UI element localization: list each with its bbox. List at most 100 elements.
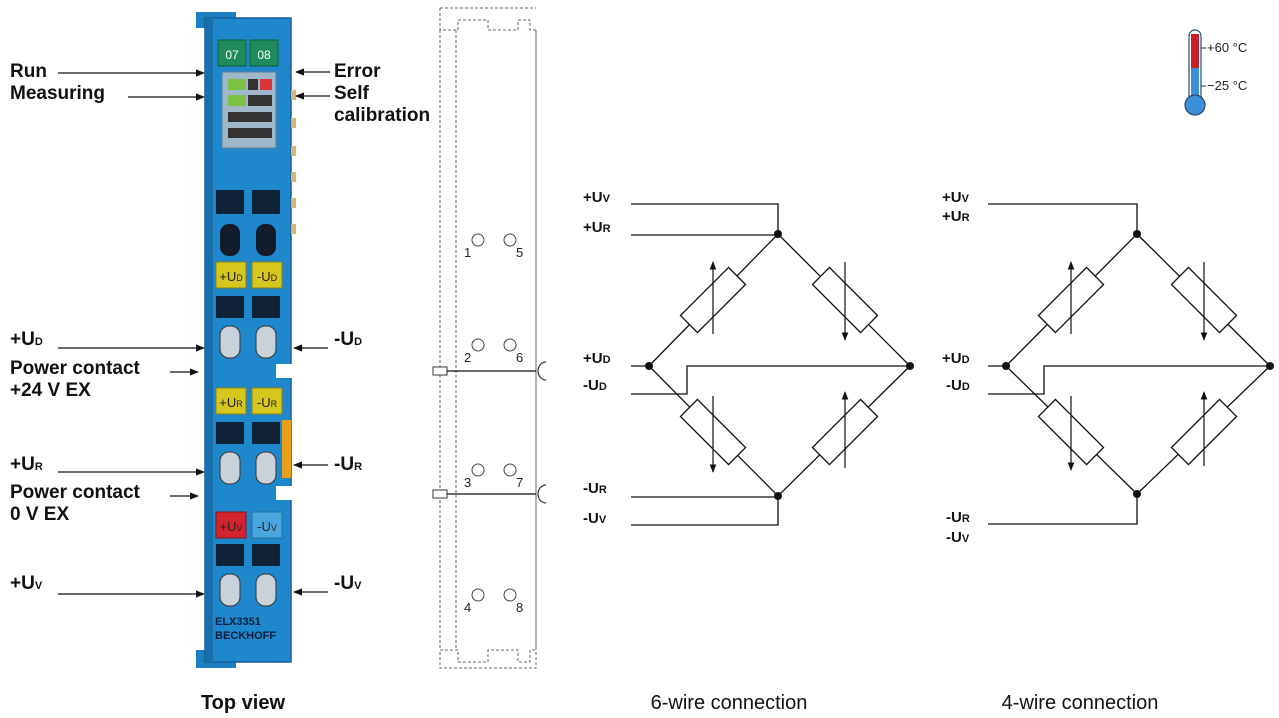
brand-label: BECKHOFF [215, 630, 276, 642]
channel-label-plus-ur [215, 387, 247, 415]
four-wire-diagram [988, 203, 1274, 525]
led-number-07: 07 [225, 48, 239, 62]
six-wire-label-plus-ur: +UR [583, 219, 611, 236]
terminal-outline [439, 7, 537, 669]
outline-number-7: 7 [516, 475, 523, 490]
channel-label-main: -U [257, 519, 271, 534]
outline-terminal-points [471, 233, 517, 602]
svg-text:+UV: +UV [220, 519, 243, 534]
channel-label-main: -U [257, 395, 271, 410]
terminal-point-7 [503, 463, 517, 477]
spring-contact [255, 325, 277, 359]
wire-minus-uv [988, 494, 1138, 525]
four-wire-label-plus-ud: +UD [942, 350, 970, 367]
plus-ur-label: +UR [10, 454, 43, 475]
wire-minus-ud [631, 365, 910, 395]
outline-number-8: 8 [516, 600, 523, 615]
outline-number-1: 1 [464, 245, 471, 260]
terminal-point-2 [471, 338, 485, 352]
top-view-caption: Top view [201, 692, 286, 714]
power-contact-strip [282, 420, 291, 478]
channel-label-sub: V [236, 523, 242, 533]
six-wire-caption: 6-wire connection [651, 692, 808, 714]
run-led [228, 79, 246, 90]
channel-label-main: +U [219, 269, 236, 284]
power-contact-0-rail [432, 489, 448, 499]
spring-contact [219, 451, 241, 485]
channel-label-minus-ur [251, 387, 283, 415]
wire-plus-uv [988, 203, 1138, 234]
channel-label-sub: R [236, 399, 243, 409]
self-calibration-label-line1: Self [334, 83, 370, 104]
channel-label-minus-uv [251, 511, 283, 539]
minus-ud-label: -UD [334, 329, 362, 350]
spring-contact [255, 573, 277, 607]
six-wire-diagram [631, 203, 914, 526]
led-tab-07 [217, 39, 247, 67]
terminal-point-6 [503, 338, 517, 352]
outline-number-3: 3 [464, 475, 471, 490]
channel-label-sub: D [271, 273, 278, 283]
terminal-point-3 [471, 463, 485, 477]
svg-text:-UV: -UV [257, 519, 277, 534]
channel-label-main: +U [219, 395, 236, 410]
outline-number-5: 5 [516, 245, 523, 260]
plus-ud-label: +UD [10, 329, 43, 350]
channel-label-main: -U [257, 269, 271, 284]
wire-minus-ud [988, 365, 1270, 395]
channel-label-plus-ud [215, 261, 247, 289]
svg-text:+UD: +UD [219, 269, 243, 284]
four-wire-caption: 4-wire connection [1002, 692, 1159, 714]
power-contact-0-label-line1: Power contact [10, 482, 141, 503]
error-label: Error [334, 61, 381, 82]
channel-label-minus-ud [251, 261, 283, 289]
terminal-module: 07 08 +UD -UD [196, 12, 296, 668]
svg-text:+UR: +UR [219, 395, 243, 410]
six-wire-label-plus-ud: +UD [583, 350, 611, 367]
measuring-led [228, 95, 246, 106]
four-wire-label-minus-uv: -UV [946, 529, 970, 546]
outline-number-2: 2 [464, 350, 471, 365]
outline-number-4: 4 [464, 600, 471, 615]
spring-contact [219, 573, 241, 607]
plus-uv-label: +UV [10, 573, 43, 594]
self-calibration-label-line2: calibration [334, 105, 430, 126]
temperature-max: +60 °C [1207, 40, 1247, 55]
side-contacts [291, 90, 296, 234]
led-tab-08 [249, 39, 279, 67]
channel-label-plus-uv [215, 511, 247, 539]
led-number-08: 08 [257, 48, 271, 62]
bridge-outline [1005, 233, 1271, 495]
four-wire-label-minus-ud: -UD [946, 377, 970, 394]
terminal-point-8 [503, 588, 517, 602]
svg-text:-UD: -UD [257, 269, 278, 284]
bridge-outline [648, 233, 911, 497]
spring-contact [255, 451, 277, 485]
terminal-point-1 [471, 233, 485, 247]
power-contact-24-label-line1: Power contact [10, 358, 141, 379]
minus-uv-label: -UV [334, 573, 362, 594]
power-contact-24-rail [432, 366, 448, 376]
power-contact-0-label-line2: 0 V EX [10, 504, 69, 525]
temperature-min: −25 °C [1207, 78, 1247, 93]
minus-ur-label: -UR [334, 454, 362, 475]
six-wire-label-minus-ud: -UD [583, 377, 607, 394]
four-wire-label-plus-ur: +UR [942, 208, 970, 225]
terminal-point-4 [471, 588, 485, 602]
error-led [260, 79, 272, 90]
self-calibration-led [248, 95, 272, 106]
spring-contact [219, 325, 241, 359]
measuring-label: Measuring [10, 83, 105, 104]
four-wire-label-plus-uv: +UV [942, 189, 970, 206]
channel-label-sub: R [271, 399, 278, 409]
four-wire-label-minus-ur: -UR [946, 509, 970, 526]
channel-label-sub: D [236, 273, 243, 283]
channel-label-main: +U [220, 519, 237, 534]
thermometer-icon [1184, 29, 1206, 116]
channel-label-sub: V [271, 523, 277, 533]
six-wire-label-minus-ur: -UR [583, 480, 607, 497]
model-label: ELX3351 [215, 616, 261, 628]
wire-minus-uv [631, 496, 779, 526]
wire-plus-uv [631, 203, 779, 234]
